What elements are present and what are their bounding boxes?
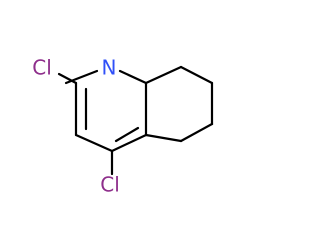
- chlorine-label-2: Cl: [32, 56, 52, 80]
- bond-c8a-c8: [144, 65, 183, 85]
- bond-c4-c3: [74, 133, 114, 153]
- bond-c5-c4a: [144, 133, 183, 143]
- bond-c8-c7: [179, 65, 214, 85]
- nitrogen-label: N: [102, 56, 117, 80]
- chlorine-label-4: Cl: [100, 173, 120, 197]
- bond-c4a-c4-outer: [110, 133, 148, 153]
- structure-canvas: N Cl Cl: [32, 55, 214, 197]
- molecule-structure: N Cl Cl: [32, 56, 214, 197]
- bond-c4a-c4-inner: [114, 126, 140, 143]
- bond-c6-c5: [179, 122, 214, 143]
- bond-c2-cl: [57, 72, 78, 85]
- bond-n1-c8a: [118, 69, 148, 85]
